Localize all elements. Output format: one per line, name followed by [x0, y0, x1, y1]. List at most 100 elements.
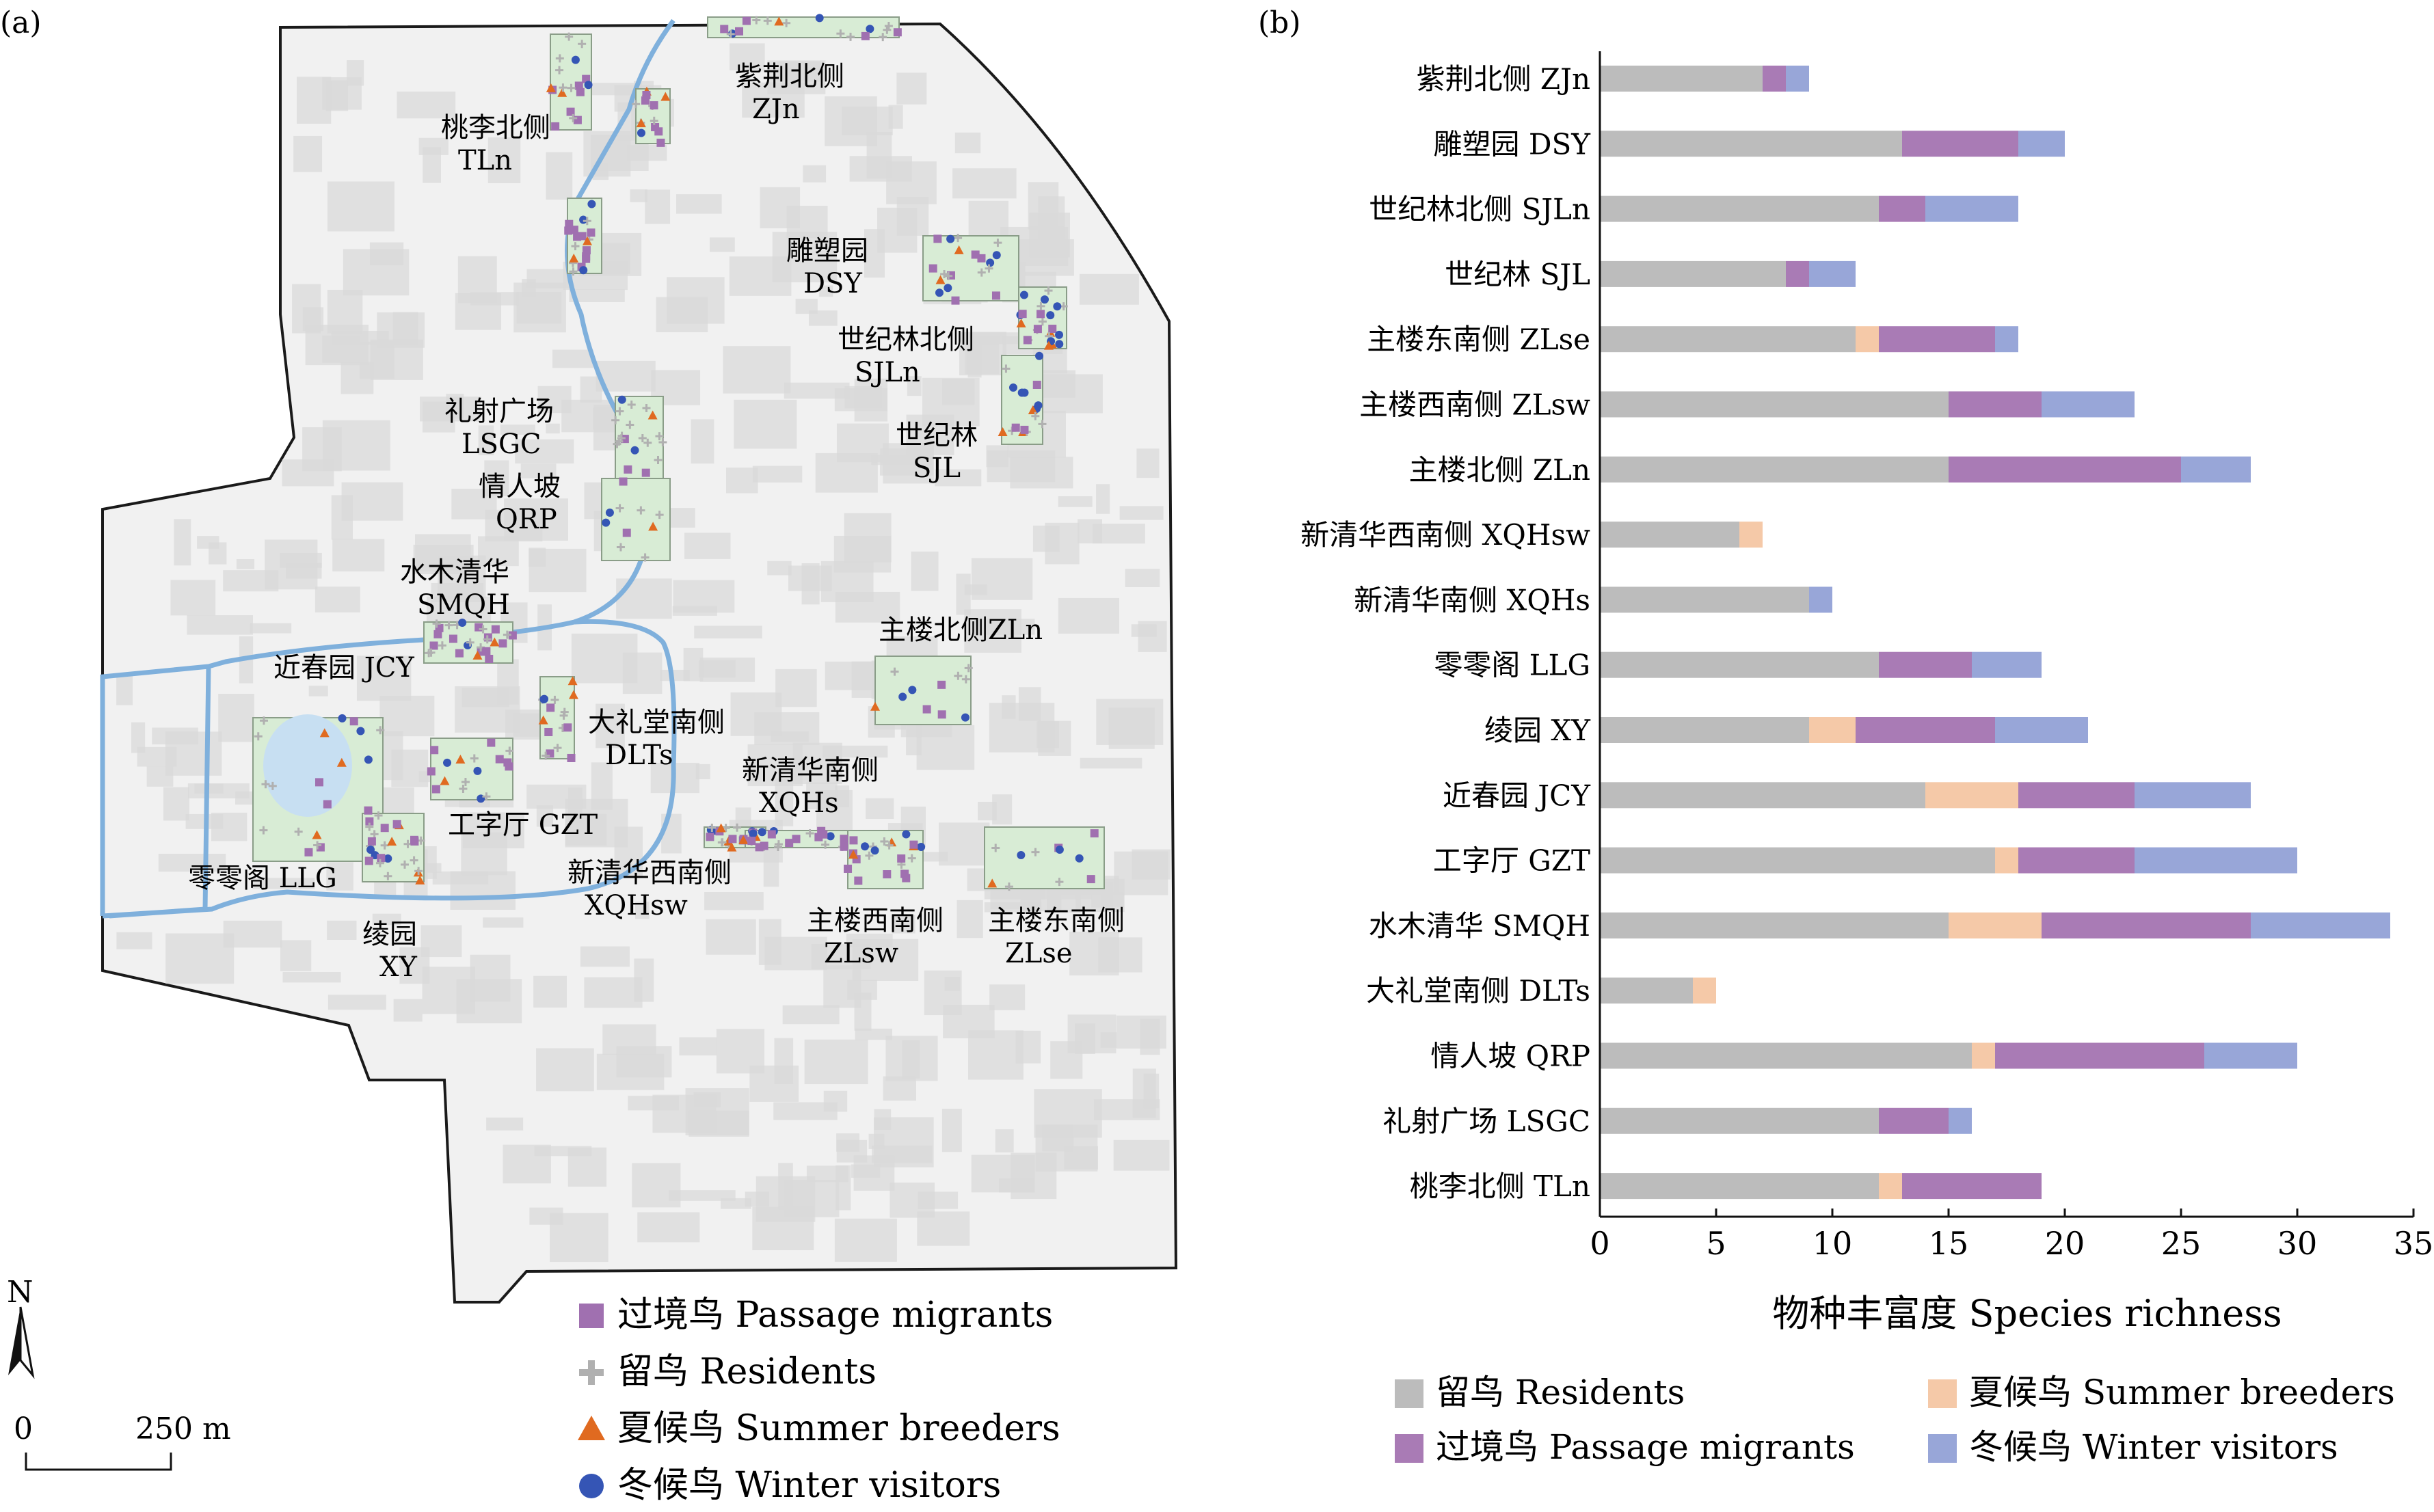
- summer-breeder-point: [848, 850, 859, 859]
- resident-point: [1002, 364, 1011, 373]
- winter-visitor-point: [384, 854, 392, 863]
- summer-breeder-point: [415, 875, 425, 885]
- passage-migrant-point: [928, 264, 937, 273]
- passage-migrant-point: [566, 107, 575, 116]
- building: [327, 920, 357, 940]
- bird-observation-points: [254, 14, 1099, 891]
- building: [795, 299, 818, 314]
- building: [691, 419, 714, 464]
- site-label-cn: 绫园: [362, 919, 417, 950]
- building: [835, 1165, 851, 1211]
- building: [941, 1109, 962, 1152]
- bar-segment: [1786, 260, 1809, 287]
- passage-migrant-point: [1037, 310, 1045, 319]
- winter-visitor-point: [1035, 351, 1044, 360]
- summer-breeder-point: [1016, 319, 1026, 328]
- category-label: 大礼堂南侧 DLTs: [1366, 974, 1590, 1008]
- building: [844, 513, 892, 563]
- winter-visitor-point: [366, 846, 375, 854]
- bar-segment: [1739, 522, 1763, 548]
- resident-point: [376, 726, 385, 735]
- building: [804, 1039, 868, 1085]
- building: [483, 917, 524, 928]
- site-label-cn: 雕塑园: [786, 235, 868, 267]
- resident-point: [555, 54, 564, 63]
- winter-visitor-point: [1040, 295, 1049, 304]
- site-label-en: SJL: [913, 453, 961, 484]
- building: [252, 878, 315, 889]
- building: [326, 862, 353, 891]
- bar-segment: [2018, 782, 2135, 809]
- resident-point: [726, 29, 735, 38]
- building: [500, 424, 535, 435]
- building: [660, 669, 690, 681]
- building: [792, 742, 842, 784]
- building: [734, 399, 797, 449]
- bar-segment: [1856, 717, 1995, 743]
- site-label-cn: 近春园 JCY: [273, 652, 414, 684]
- building: [851, 1164, 881, 1178]
- passage-migrant-point: [840, 842, 848, 851]
- building: [529, 1207, 563, 1225]
- resident-point: [567, 83, 576, 92]
- resident-point: [1031, 848, 1040, 856]
- resident-point: [578, 40, 587, 49]
- legend-square-icon: [579, 1304, 604, 1328]
- bar-segment: [1902, 1173, 2042, 1200]
- building: [836, 423, 889, 463]
- building: [776, 61, 821, 82]
- site-label-cn: 新清华西南侧: [567, 857, 732, 889]
- resident-point: [444, 621, 453, 630]
- resident-point: [954, 234, 963, 243]
- building: [393, 999, 423, 1022]
- resident-point: [259, 826, 268, 835]
- building: [782, 1005, 840, 1025]
- passage-migrant-point: [747, 837, 756, 846]
- passage-migrant-point: [587, 228, 596, 237]
- passage-migrant-point: [849, 836, 858, 845]
- north-arrow-letter: N: [7, 1275, 34, 1310]
- passage-migrant-point: [767, 830, 776, 839]
- building: [752, 465, 803, 483]
- resident-point: [964, 664, 973, 673]
- passage-migrant-point: [410, 837, 419, 846]
- resident-point: [259, 716, 268, 725]
- building: [667, 277, 725, 324]
- building: [706, 919, 756, 955]
- north-arrow-icon-right: [19, 1306, 35, 1379]
- resident-point: [555, 66, 564, 75]
- building: [596, 703, 625, 748]
- resident-point: [641, 553, 650, 562]
- site-label-cn: 情人坡: [479, 471, 561, 502]
- site-label-cn: 紫荆北侧: [735, 61, 844, 92]
- building: [818, 285, 833, 297]
- building: [397, 91, 456, 119]
- passage-migrant-point: [991, 291, 1000, 300]
- winter-visitor-point: [630, 446, 639, 455]
- summer-breeder-point: [727, 842, 737, 852]
- site-label-cn: 工字厅 GZT: [448, 809, 598, 841]
- building: [866, 798, 894, 819]
- category-label: 主楼东南侧 ZLse: [1367, 323, 1590, 356]
- building: [984, 887, 1045, 900]
- site-patch: [430, 738, 513, 800]
- bar-segment: [1856, 326, 1879, 353]
- winter-visitor-point: [1020, 388, 1029, 397]
- passage-migrant-point: [503, 758, 512, 767]
- summer-breeder-point: [636, 118, 646, 128]
- resident-point: [890, 667, 899, 676]
- building: [622, 652, 663, 694]
- legend-label: 过境鸟 Passage migrants: [1436, 1427, 1855, 1467]
- building: [811, 943, 871, 970]
- resident-point: [865, 851, 874, 860]
- category-label: 水木清华 SMQH: [1369, 909, 1590, 943]
- resident-point: [650, 116, 658, 125]
- building: [630, 189, 647, 202]
- map-legend-label: 过境鸟 Passage migrants: [617, 1295, 1053, 1336]
- passage-migrant-point: [840, 835, 848, 843]
- building: [902, 1040, 920, 1079]
- building: [627, 145, 667, 161]
- building: [967, 342, 982, 378]
- site-label-en: ZLse: [1005, 938, 1073, 969]
- bar-segment: [2018, 847, 2135, 874]
